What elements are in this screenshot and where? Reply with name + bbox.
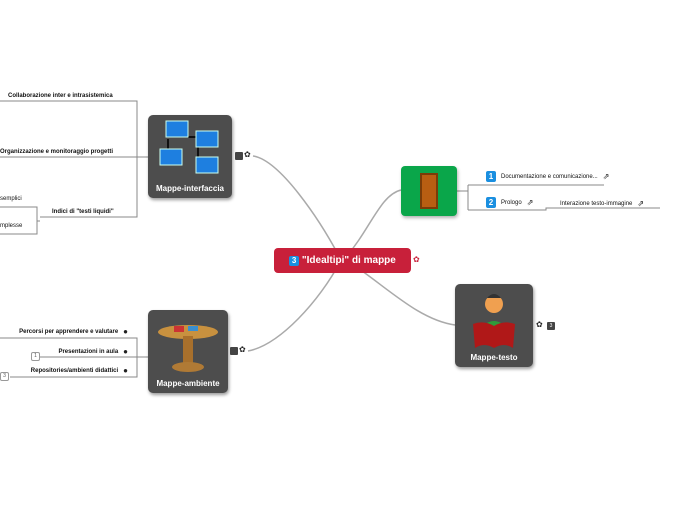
child-row: Presentazioni in aula ● — [58, 347, 128, 356]
item-badge: 2 — [486, 197, 496, 208]
node-mappe-testo[interactable]: Mappe-testo — [455, 284, 533, 367]
link-icon[interactable]: ✿ — [536, 320, 543, 329]
child-row: Percorsi per apprendere e valutare ● — [19, 327, 128, 336]
link-arrow-icon[interactable]: ⇗ — [526, 198, 534, 207]
link-arrow-icon[interactable]: ⇗ — [602, 172, 610, 181]
notes-icon[interactable] — [235, 152, 243, 160]
link-arrow-icon[interactable]: ⇗ — [637, 199, 645, 208]
node-title: Mappe-testo — [470, 353, 518, 362]
computers-icon — [159, 120, 219, 174]
door-sub-item: Interazione testo-immagine ⇗ — [560, 199, 644, 208]
child-row: Repositories/ambienti didattici ● — [31, 366, 128, 375]
child-label[interactable]: Repositories/ambienti didattici — [30, 367, 119, 374]
item-label[interactable]: Prologo — [501, 199, 522, 206]
node-mappe-ambiente[interactable]: Mappe-ambiente — [148, 310, 228, 393]
collapsed-count[interactable]: 3 — [547, 322, 555, 330]
reader-icon — [473, 294, 515, 348]
child-label[interactable]: Percorsi per apprendere e valutare — [19, 328, 119, 335]
central-badge: 3 — [289, 256, 300, 266]
globe-icon[interactable]: ● — [123, 327, 128, 336]
door-item: 1 Documentazione e comunicazione... ⇗ — [486, 171, 609, 182]
node-mappe-interfaccia[interactable]: Mappe-interfaccia — [148, 115, 232, 198]
table-icon — [158, 325, 218, 372]
central-topic[interactable]: 3 "Idealtipi" di mappe — [274, 248, 411, 273]
notes-icon[interactable] — [230, 347, 238, 355]
node-title: Mappe-interfaccia — [155, 184, 225, 193]
collapsed-count[interactable]: 1 — [31, 352, 40, 361]
node-door[interactable] — [401, 166, 457, 216]
collapsed-count[interactable]: 3 — [0, 372, 9, 381]
link-icon[interactable]: ✿ — [239, 345, 246, 354]
globe-icon[interactable]: ● — [123, 366, 128, 375]
child-label[interactable]: Collaborazione inter e intrasistemica — [8, 93, 113, 99]
link-icon[interactable]: ✿ — [244, 150, 251, 159]
child-label[interactable]: Indici di "testi liquidi" — [52, 209, 114, 215]
item-label[interactable]: Documentazione e comunicazione... — [501, 173, 598, 180]
link-icon[interactable]: ✿ — [413, 255, 420, 264]
central-title: "Idealtipi" di mappe — [301, 255, 396, 266]
child-label[interactable]: Presentazioni in aula — [58, 348, 119, 355]
sub-label[interactable]: mplesse — [0, 223, 23, 229]
item-badge: 1 — [486, 171, 496, 182]
globe-icon[interactable]: ● — [123, 347, 128, 356]
sub-label[interactable]: Interazione testo-immagine — [560, 200, 633, 207]
child-label[interactable]: Organizzazione e monitoraggio progetti — [0, 149, 114, 155]
sub-label[interactable]: semplici — [0, 196, 22, 202]
door-item: 2 Prologo ⇗ — [486, 197, 533, 208]
node-title: Mappe-ambiente — [156, 379, 220, 388]
door-icon — [420, 173, 438, 209]
